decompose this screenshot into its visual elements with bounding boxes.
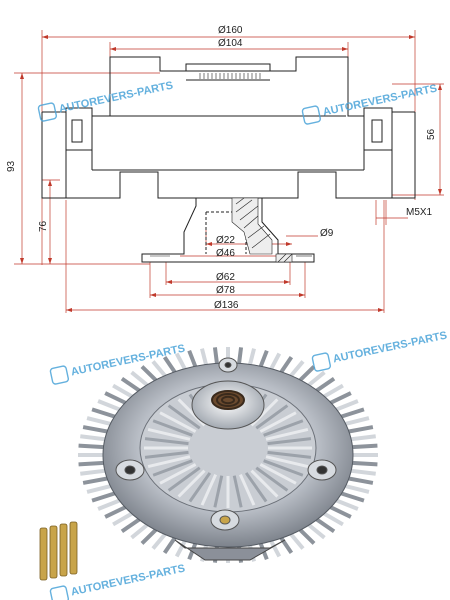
inner-fin	[255, 404, 289, 430]
svg-text:AUTOREVERS-PARTS: AUTOREVERS-PARTS	[70, 563, 186, 599]
inner-fin	[250, 398, 279, 427]
svg-text:AUTOREVERS-PARTS: AUTOREVERS-PARTS	[332, 330, 448, 366]
inner-fin	[259, 411, 297, 433]
inner-fin	[147, 455, 191, 469]
clutch-outline	[41, 56, 416, 263]
inner-fin	[250, 469, 279, 498]
dim-d136: Ø136	[214, 300, 239, 311]
dim-d46: Ø46	[216, 248, 235, 259]
svg-text:AUTOREVERS-PARTS: AUTOREVERS-PARTS	[322, 83, 438, 119]
inner-fin	[152, 459, 193, 477]
watermark-4: AUTOREVERS-PARTS	[311, 330, 448, 372]
base-flange	[174, 539, 286, 561]
dimension-lines	[14, 30, 444, 313]
dim-m5x1: M5X1	[406, 207, 433, 218]
inner-fin	[259, 463, 297, 485]
inner-fins	[144, 388, 312, 508]
dim-d78: Ø78	[216, 285, 235, 296]
inner-fin	[177, 398, 206, 427]
watermark-logo-icon	[301, 105, 322, 125]
watermark-logo-icon	[311, 352, 332, 372]
mounting-studs	[39, 521, 78, 581]
watermark-2: AUTOREVERS-PARTS	[301, 83, 438, 125]
inner-fin	[238, 474, 256, 506]
inner-fin	[265, 455, 309, 469]
dim-d22: Ø22	[216, 235, 235, 246]
inner-fin	[147, 427, 191, 441]
fan-clutch-photo: AUTOREVERS-PARTS AUTOREVERS-PARTS AUTORE…	[39, 330, 448, 600]
inner-fin	[255, 466, 289, 492]
inner-fin	[244, 472, 268, 503]
svg-text:AUTOREVERS-PARTS: AUTOREVERS-PARTS	[58, 80, 174, 116]
watermark-logo-icon	[49, 585, 70, 600]
inner-fin	[177, 469, 206, 498]
inner-fin	[159, 411, 197, 433]
top-fins	[199, 73, 261, 79]
bimetal-spring-icon	[211, 390, 245, 410]
dim-76: 76	[38, 220, 49, 232]
dim-d104: Ø104	[218, 38, 243, 49]
dim-d9: Ø9	[320, 228, 334, 239]
inner-fin	[159, 463, 197, 485]
inner-fin	[267, 450, 312, 459]
inner-fin	[265, 427, 309, 441]
dim-d160: Ø160	[218, 25, 243, 36]
inner-fin	[167, 404, 201, 430]
watermark-logo-icon	[49, 365, 70, 385]
inner-fin	[188, 472, 212, 503]
inner-fin	[263, 459, 304, 477]
inner-fin	[167, 466, 201, 492]
watermark-1: AUTOREVERS-PARTS	[37, 80, 174, 122]
inner-fin	[152, 419, 193, 437]
technical-drawing: Ø160 Ø104 93 76 56 M5X1 Ø22 Ø9 Ø46 Ø62 Ø…	[6, 25, 444, 313]
inner-fin	[200, 474, 218, 506]
dim-d62: Ø62	[216, 272, 235, 283]
inner-fin	[267, 437, 312, 446]
inner-fin	[144, 450, 189, 459]
mounting-bosses	[115, 357, 337, 531]
inner-fin	[213, 475, 224, 508]
dim-56: 56	[426, 128, 437, 140]
inner-fin	[232, 475, 243, 508]
dimension-arrows	[20, 35, 442, 312]
dim-93: 93	[6, 160, 17, 172]
section-hatch	[150, 197, 312, 263]
inner-fin	[263, 419, 304, 437]
watermark-logo-icon	[37, 102, 58, 122]
inner-fin	[144, 437, 189, 446]
